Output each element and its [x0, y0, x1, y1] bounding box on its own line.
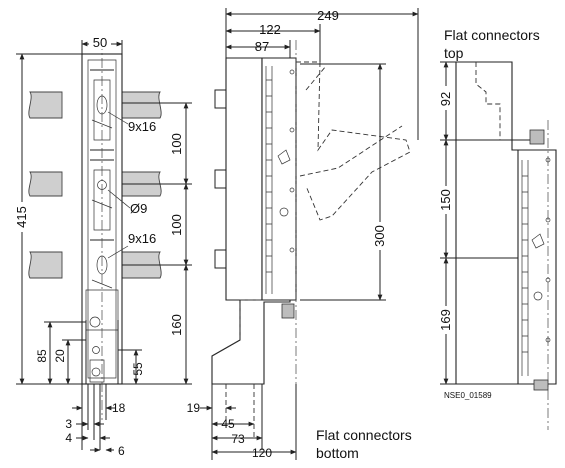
dim-pitch-upper: 100	[169, 133, 184, 155]
busbar-top-right	[121, 91, 162, 119]
label-slot-upper: 9x16	[128, 119, 156, 134]
dim-87: 87	[255, 39, 269, 54]
caption-top-line2: top	[444, 45, 464, 61]
dim-18: 18	[112, 401, 126, 415]
dim-92: 92	[438, 92, 453, 106]
dim-122: 122	[259, 22, 281, 37]
dim-300: 300	[372, 225, 387, 247]
dim-150: 150	[438, 189, 453, 211]
dim-height-total: 415	[14, 206, 29, 228]
busbar-top	[28, 91, 63, 119]
dim-3: 3	[65, 417, 72, 431]
busbar-middle	[28, 171, 63, 197]
dim-pitch-lower: 100	[169, 214, 184, 236]
dim-55: 55	[131, 362, 145, 376]
dim-73: 73	[231, 432, 245, 446]
dim-169: 169	[438, 309, 453, 331]
dim-6: 6	[118, 444, 125, 458]
front-view: 50 415 100 100 160 9x16 Ø9 9x16 85 20 55	[14, 35, 192, 458]
caption-bottom-line2: bottom	[316, 445, 359, 461]
side-view: 249 122 87 300 19 45 73 120 Flat connect…	[187, 8, 419, 461]
dim-85: 85	[35, 349, 49, 363]
dim-249: 249	[317, 8, 339, 23]
right-view: Flat connectors top 92 150 169 NSE0_0158…	[438, 27, 557, 430]
label-hole: Ø9	[130, 201, 147, 216]
caption-top-line1: Flat connectors	[444, 27, 540, 43]
label-slot-lower: 9x16	[128, 231, 156, 246]
dim-120: 120	[252, 446, 272, 460]
dim-4: 4	[65, 431, 72, 445]
busbar-bottom	[28, 251, 63, 279]
dim-45: 45	[221, 417, 235, 431]
dim-20: 20	[53, 349, 67, 363]
caption-bottom-line1: Flat connectors	[316, 427, 412, 443]
dim-width-top: 50	[93, 35, 107, 50]
dim-19: 19	[187, 401, 201, 415]
drawing-code: NSE0_01589	[444, 391, 492, 400]
dim-lower-section: 160	[169, 314, 184, 336]
